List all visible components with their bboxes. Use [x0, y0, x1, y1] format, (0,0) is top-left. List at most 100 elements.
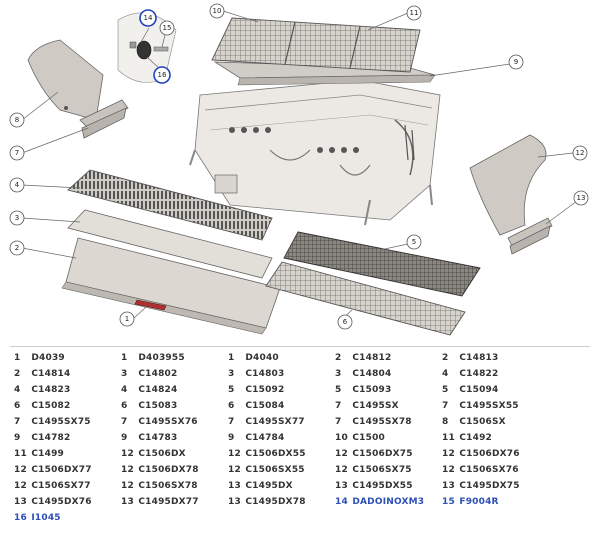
- part-entry[interactable]: 11 C1492: [442, 433, 492, 443]
- part-number: 5: [335, 385, 342, 395]
- svg-text:14: 14: [144, 14, 153, 22]
- part-code: C14822: [459, 369, 499, 379]
- part-entry[interactable]: 12 C1506DX76: [442, 449, 520, 459]
- part-entry[interactable]: 15 F9004R: [442, 497, 499, 507]
- part-entry[interactable]: 1 D4040: [228, 353, 279, 363]
- callout-12[interactable]: 12: [572, 145, 588, 161]
- part-entry[interactable]: 12 C1506SX75: [335, 465, 412, 475]
- part-entry[interactable]: 2 C14814: [14, 369, 70, 379]
- part-entry[interactable]: 3 C14804: [335, 369, 391, 379]
- part-code: C1506SX77: [31, 481, 91, 491]
- parts-row: 12 C1506DX77 12 C1506DX78 12 C1506SX55 12 C…: [14, 465, 594, 479]
- part-entry[interactable]: 12 C1506SX77: [14, 481, 91, 491]
- part-code: C15094: [459, 385, 499, 395]
- part-entry[interactable]: 7 C1495SX76: [121, 417, 198, 427]
- part-number: 7: [442, 401, 449, 411]
- callout-10[interactable]: 10: [209, 3, 225, 19]
- part-12-right-side-panel: [469, 134, 547, 236]
- callout-5[interactable]: 5: [406, 234, 422, 250]
- part-code: C15093: [352, 385, 392, 395]
- callout-13[interactable]: 13: [573, 190, 589, 206]
- svg-text:5: 5: [412, 238, 416, 246]
- part-entry[interactable]: 16 I1045: [14, 513, 61, 523]
- part-entry[interactable]: 3 C14802: [121, 369, 177, 379]
- svg-text:15: 15: [163, 24, 172, 32]
- part-entry[interactable]: 12 C1506SX55: [228, 465, 305, 475]
- part-code: C14783: [138, 433, 178, 443]
- part-entry[interactable]: 12 C1506DX75: [335, 449, 413, 459]
- part-entry[interactable]: 5 C15094: [442, 385, 498, 395]
- part-entry[interactable]: 4 C14823: [14, 385, 70, 395]
- callout-16[interactable]: 16: [153, 66, 171, 84]
- part-number: 12: [14, 465, 27, 475]
- part-entry[interactable]: 3 C14803: [228, 369, 284, 379]
- part-code: C1495DX78: [245, 497, 306, 507]
- part-entry[interactable]: 9 C14784: [228, 433, 284, 443]
- parts-row: 13 C1495DX76 13 C1495DX77 13 C1495DX78 14 D…: [14, 497, 594, 511]
- part-entry[interactable]: 6 C15084: [228, 401, 284, 411]
- part-number: 4: [121, 385, 128, 395]
- part-entry[interactable]: 1 D4039: [14, 353, 65, 363]
- part-entry[interactable]: 7 C1495SX: [335, 401, 399, 411]
- callout-7[interactable]: 7: [9, 145, 25, 161]
- part-number: 5: [442, 385, 449, 395]
- part-number: 1: [121, 353, 128, 363]
- part-entry[interactable]: 6 C15083: [121, 401, 177, 411]
- part-number: 3: [335, 369, 342, 379]
- parts-table: 1 D4039 1 D403955 1 D4040 2 C14812 2 C14813 2…: [14, 353, 594, 533]
- part-number: 12: [121, 449, 134, 459]
- part-entry[interactable]: 13 C1495DX55: [335, 481, 413, 491]
- svg-text:12: 12: [576, 149, 585, 157]
- part-9-lower-tray: [213, 61, 436, 86]
- parts-row: 1 D4039 1 D403955 1 D4040 2 C14812 2 C14813: [14, 353, 594, 367]
- part-entry[interactable]: 7 C1495SX75: [14, 417, 91, 427]
- part-entry[interactable]: 7 C1495SX55: [442, 401, 519, 411]
- part-entry[interactable]: 7 C1495SX78: [335, 417, 412, 427]
- part-entry[interactable]: 11 C1499: [14, 449, 64, 459]
- callout-4[interactable]: 4: [9, 177, 25, 193]
- part-entry[interactable]: 9 C14783: [121, 433, 177, 443]
- part-number: 5: [228, 385, 235, 395]
- part-entry[interactable]: 12 C1506SX76: [442, 465, 519, 475]
- part-entry[interactable]: 1 D403955: [121, 353, 185, 363]
- callout-6[interactable]: 6: [337, 314, 353, 330]
- callout-3[interactable]: 3: [9, 210, 25, 226]
- part-entry[interactable]: 8 C1506SX: [442, 417, 506, 427]
- part-entry[interactable]: 6 C15082: [14, 401, 70, 411]
- part-entry[interactable]: 4 C14822: [442, 369, 498, 379]
- part-entry[interactable]: 14 DADOINOXM3: [335, 497, 424, 507]
- part-entry[interactable]: 2 C14813: [442, 353, 498, 363]
- part-7-left-bracket: [79, 99, 129, 139]
- part-number: 1: [228, 353, 235, 363]
- part-entry[interactable]: 7 C1495SX77: [228, 417, 305, 427]
- part-code: C1495SX78: [352, 417, 412, 427]
- part-entry[interactable]: 12 C1506DX: [121, 449, 186, 459]
- part-entry[interactable]: 9 C14782: [14, 433, 70, 443]
- part-entry[interactable]: 5 C15093: [335, 385, 391, 395]
- part-entry[interactable]: 5 C15092: [228, 385, 284, 395]
- part-code: I1045: [31, 513, 61, 523]
- part-entry[interactable]: 2 C14812: [335, 353, 391, 363]
- part-entry[interactable]: 13 C1495DX: [228, 481, 293, 491]
- callout-9[interactable]: 9: [508, 54, 524, 70]
- callout-11[interactable]: 11: [406, 5, 422, 21]
- callout-1[interactable]: 1: [119, 311, 135, 327]
- part-entry[interactable]: 12 C1506SX78: [121, 481, 198, 491]
- callout-14[interactable]: 14: [139, 9, 157, 27]
- parts-row: 16 I1045: [14, 513, 594, 527]
- callout-15[interactable]: 15: [159, 20, 175, 36]
- part-entry[interactable]: 12 C1506DX77: [14, 465, 92, 475]
- part-entry[interactable]: 13 C1495DX75: [442, 481, 520, 491]
- part-entry[interactable]: 4 C14824: [121, 385, 177, 395]
- part-entry[interactable]: 13 C1495DX76: [14, 497, 92, 507]
- callout-8[interactable]: 8: [9, 112, 25, 128]
- part-entry[interactable]: 12 C1506DX78: [121, 465, 199, 475]
- part-entry[interactable]: 13 C1495DX78: [228, 497, 306, 507]
- part-code: D403955: [138, 353, 185, 363]
- part-entry[interactable]: 12 C1506DX55: [228, 449, 306, 459]
- parts-row: 2 C14814 3 C14802 3 C14803 3 C14804 4 C14822: [14, 369, 594, 383]
- part-entry[interactable]: 13 C1495DX77: [121, 497, 199, 507]
- callout-2[interactable]: 2: [9, 240, 25, 256]
- part-entry[interactable]: 10 C1500: [335, 433, 385, 443]
- part-number: 9: [14, 433, 21, 443]
